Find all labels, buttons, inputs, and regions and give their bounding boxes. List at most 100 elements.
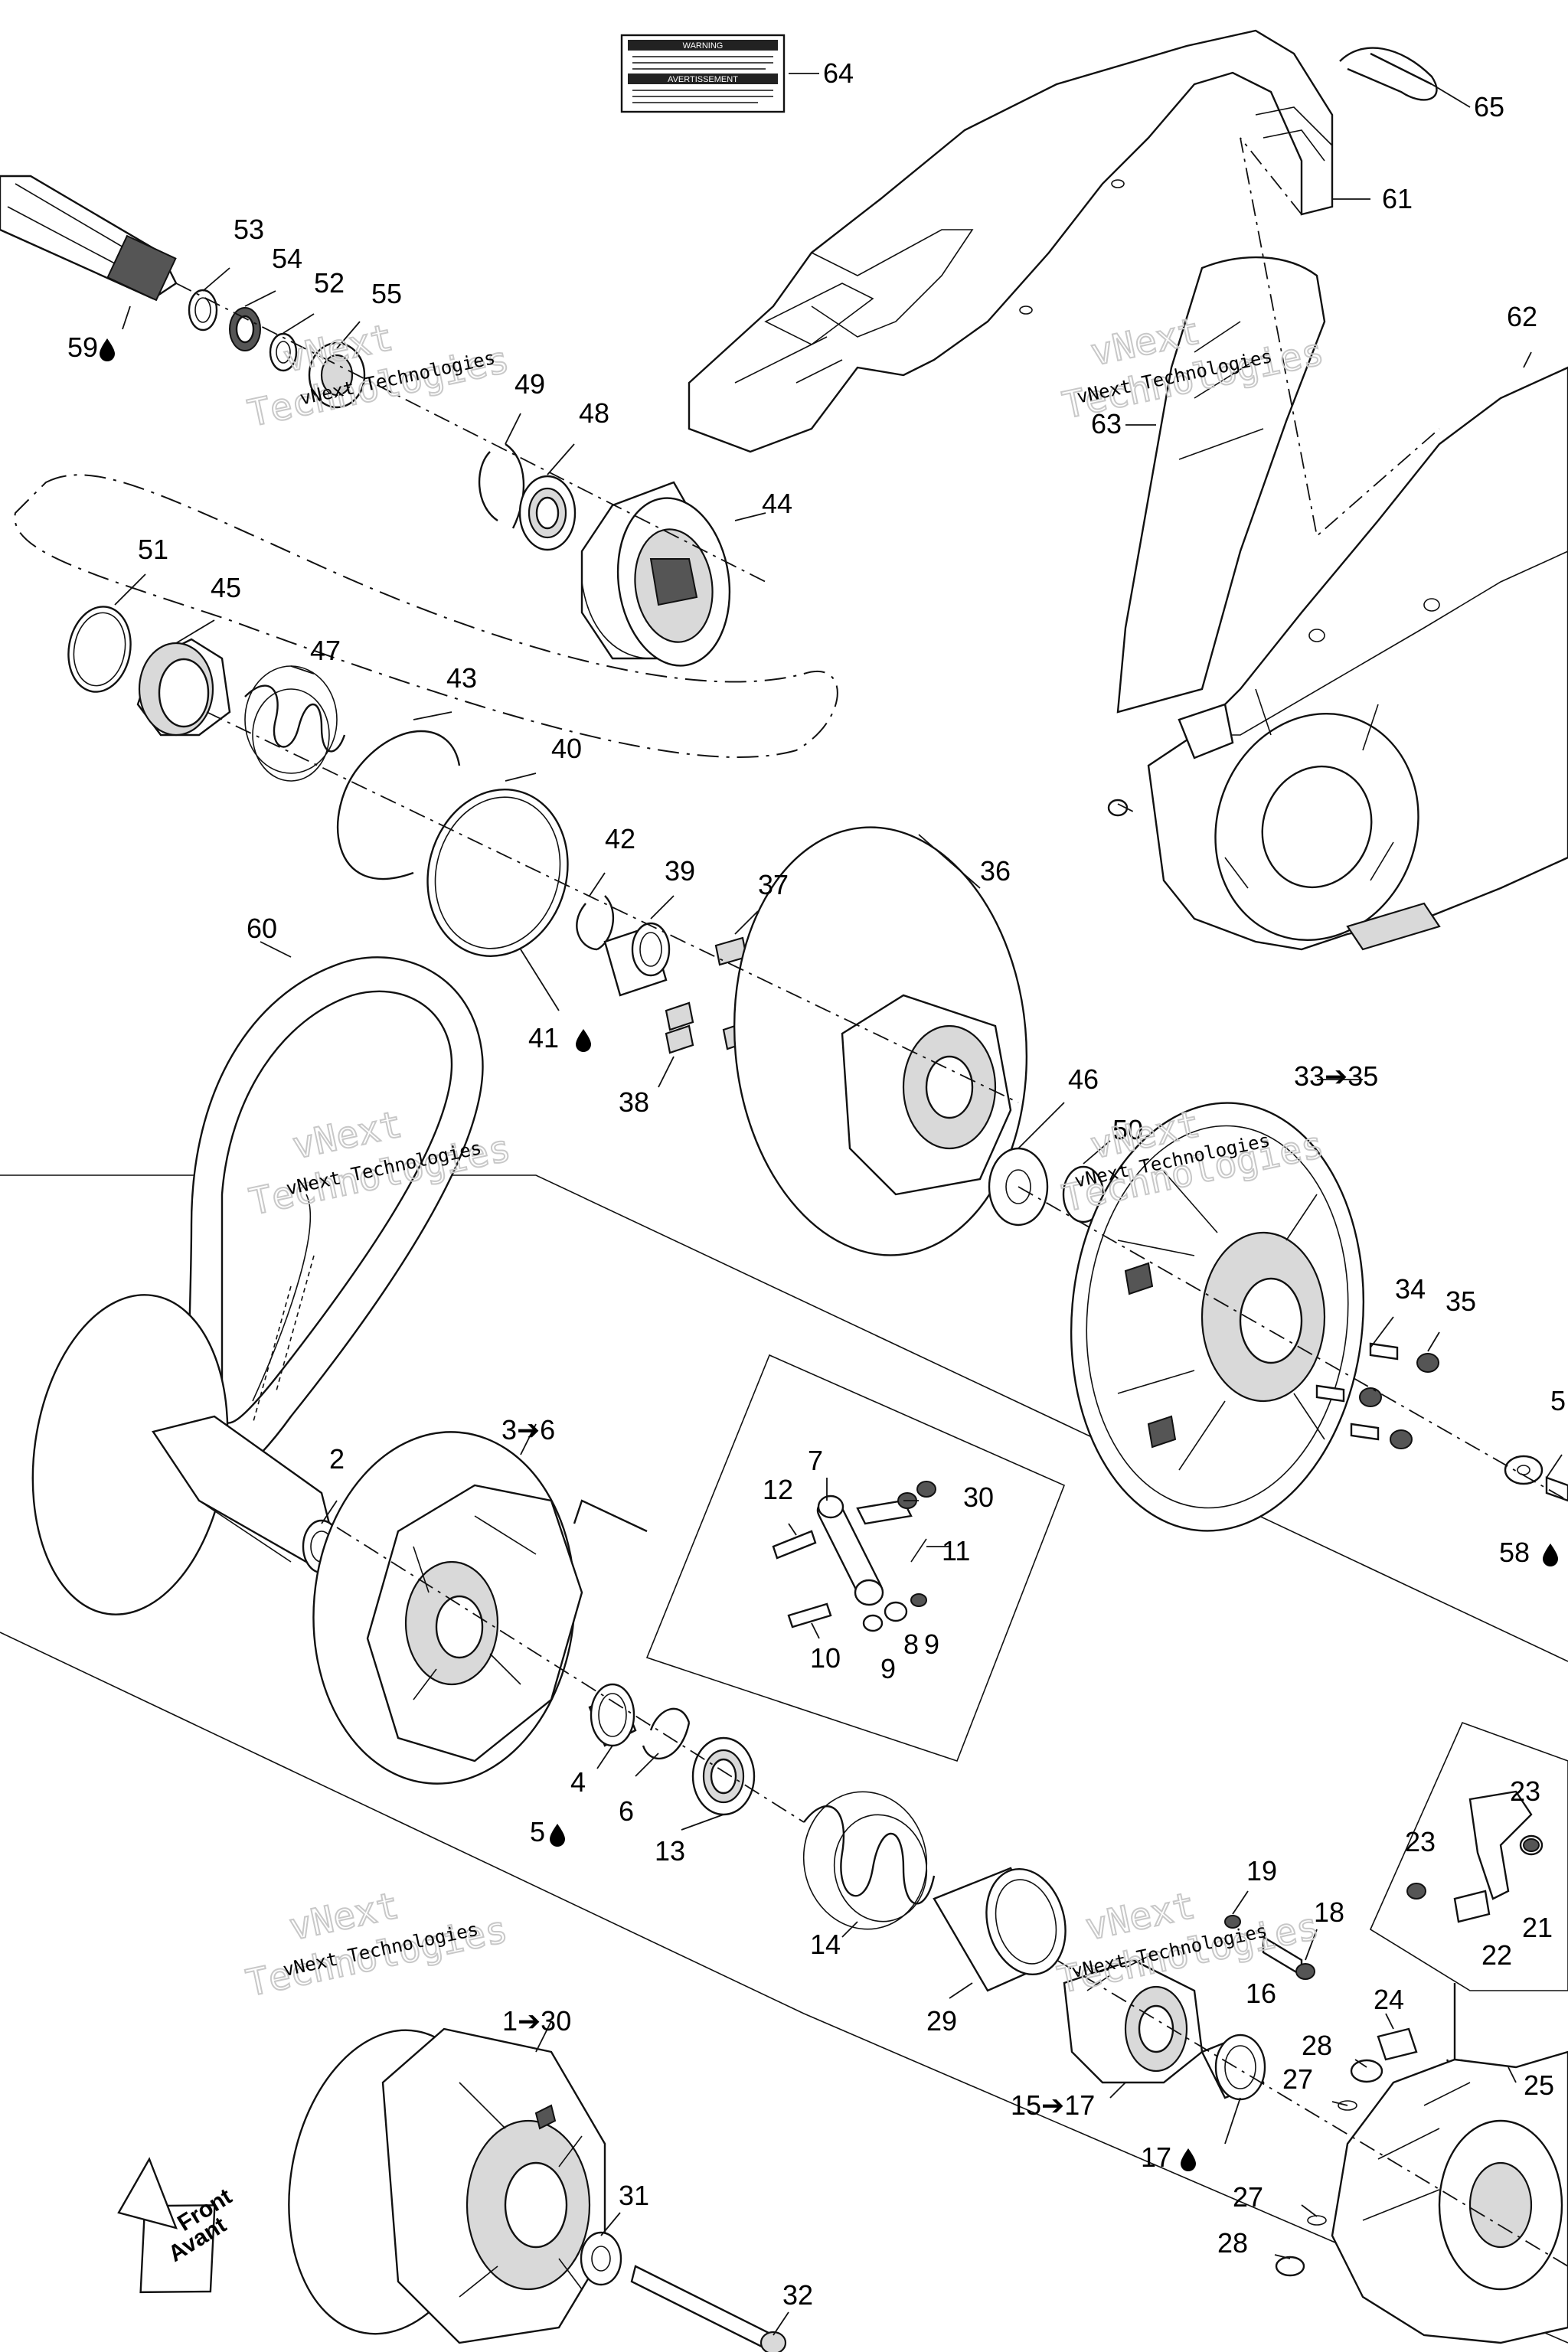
callout-36: 36	[980, 855, 1011, 887]
callout-63: 63	[1091, 408, 1122, 439]
callout-38: 38	[619, 1086, 649, 1118]
callout-8: 8	[903, 1628, 919, 1660]
belt-path-outline	[14, 474, 838, 758]
callout-61: 61	[1382, 183, 1413, 214]
oil-drop-icon	[100, 338, 115, 361]
callout-21: 21	[1522, 1912, 1553, 1943]
callout-27b: 27	[1233, 2181, 1263, 2213]
drive-pulley-assembly	[288, 2027, 606, 2344]
callout-54: 54	[272, 243, 302, 274]
hair-pin-clip	[1339, 47, 1438, 101]
warning-title: WARNING	[683, 41, 724, 51]
callout-6: 6	[619, 1795, 634, 1827]
callout-53: 53	[234, 214, 264, 245]
callout-50: 50	[1112, 1114, 1143, 1145]
crankshaft	[0, 175, 178, 302]
ramp-assembly	[1331, 2050, 1568, 2344]
callout-49: 49	[514, 368, 545, 400]
bushing-4	[588, 1683, 637, 1747]
callout-15-17: 15➔17	[1011, 2089, 1095, 2121]
ring-6	[642, 1707, 691, 1759]
callout-47: 47	[310, 635, 341, 666]
callout-19: 19	[1246, 1855, 1277, 1886]
callout-28b: 28	[1217, 2227, 1248, 2259]
oil-drop-icon	[1181, 2148, 1196, 2171]
callout-9b: 9	[924, 1628, 939, 1660]
callout-23a: 23	[1510, 1775, 1540, 1807]
bearing-48	[518, 475, 577, 551]
ring-43	[337, 730, 461, 880]
callout-59: 59	[67, 332, 98, 363]
movable-sheave-3-6	[312, 1431, 583, 1785]
callout-12: 12	[763, 1474, 793, 1505]
oil-drop-icon	[550, 1824, 565, 1847]
callout-43: 43	[446, 662, 477, 694]
callout-30-inset: 30	[963, 1481, 994, 1513]
rollers-22-23	[1406, 1838, 1540, 1923]
callout-22: 22	[1481, 1939, 1512, 1971]
callout-16: 16	[1246, 1978, 1276, 2009]
callout-4: 4	[570, 1766, 586, 1798]
bushing-39	[603, 922, 671, 997]
callout-65: 65	[1474, 91, 1504, 122]
screws-30-8-9	[862, 1481, 936, 1632]
ring-51	[67, 606, 132, 693]
callout-24: 24	[1374, 1984, 1404, 2015]
washer-58	[1504, 1455, 1568, 1502]
pins-10-12	[772, 1530, 927, 1628]
callout-2: 2	[329, 1443, 345, 1475]
callout-28a: 28	[1302, 2030, 1332, 2061]
bolt-18-19	[1224, 1915, 1315, 1980]
washer-13	[691, 1736, 756, 1816]
callout-55: 55	[371, 278, 402, 309]
callout-11: 11	[942, 1535, 970, 1566]
clutch-housing-44	[580, 481, 731, 667]
cup-45	[136, 638, 231, 737]
callout-31: 31	[619, 2180, 649, 2211]
callout-7: 7	[808, 1445, 823, 1476]
callout-18: 18	[1314, 1896, 1344, 1928]
pins-34-35	[1315, 1342, 1439, 1449]
callout-10: 10	[810, 1642, 841, 1674]
driven-pulley-assembly	[1070, 1102, 1365, 1532]
callout-9a: 9	[880, 1653, 896, 1684]
callout-17: 17	[1141, 2141, 1171, 2173]
callout-44: 44	[762, 488, 792, 519]
sleeve-29	[933, 1867, 1067, 1992]
callout-13: 13	[655, 1835, 685, 1867]
bolt-32	[630, 2265, 787, 2352]
callout-45: 45	[211, 572, 241, 603]
oil-drop-icon	[1543, 1544, 1558, 1566]
callout-64: 64	[823, 57, 854, 89]
callout-52: 52	[314, 267, 345, 299]
callout-1-30: 1➔30	[502, 2005, 571, 2037]
callout-46: 46	[1068, 1063, 1099, 1095]
callout-5: 5	[530, 1816, 545, 1847]
leader-lines	[114, 73, 1563, 2336]
drive-pulley-left	[31, 1294, 341, 1615]
callout-58: 58	[1499, 1537, 1530, 1568]
callout-34: 34	[1395, 1273, 1426, 1305]
callout-42: 42	[605, 823, 635, 854]
center-lines	[175, 137, 1568, 2267]
washer-stack	[188, 289, 366, 409]
callout-5-right: 5	[1550, 1385, 1566, 1416]
callout-32: 32	[782, 2279, 813, 2311]
spring-47	[244, 665, 346, 782]
callout-37: 37	[758, 869, 789, 900]
callout-33-35: 33➔35	[1294, 1060, 1378, 1092]
callout-60: 60	[247, 913, 277, 944]
callout-62: 62	[1507, 301, 1537, 332]
callout-23b: 23	[1405, 1826, 1436, 1857]
seal-strip	[1116, 256, 1326, 714]
inner-cover	[1107, 366, 1568, 951]
callout-3-6: 3➔6	[501, 1414, 555, 1446]
callout-35: 35	[1446, 1285, 1476, 1317]
inset-lever-box	[573, 1354, 1066, 1762]
warning-title-fr: AVERTISSEMENT	[668, 75, 738, 84]
callout-48: 48	[579, 397, 609, 429]
fixed-sheave-36	[733, 826, 1028, 1256]
ring-42	[576, 895, 615, 951]
callout-29: 29	[926, 2005, 957, 2037]
